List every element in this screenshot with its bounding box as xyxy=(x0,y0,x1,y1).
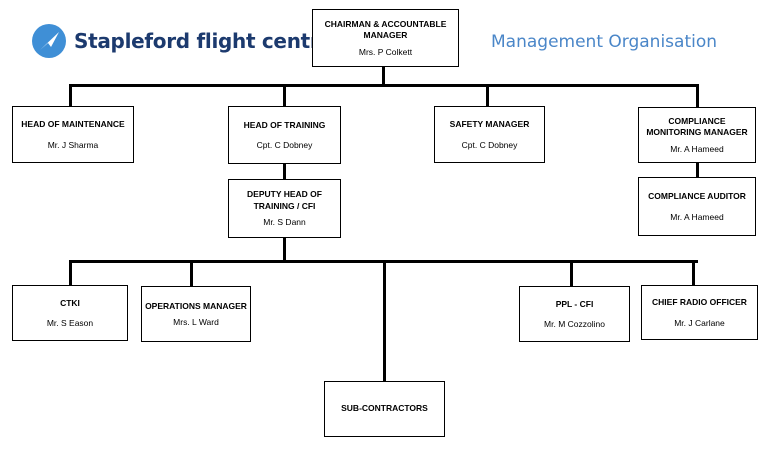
box-name: Mr. A Hameed xyxy=(670,143,724,154)
org-box-compliance-auditor: COMPLIANCE AUDITOR Mr. A Hameed xyxy=(638,177,756,236)
page-title: Management Organisation xyxy=(491,32,718,52)
org-box-head-of-training: HEAD OF TRAINING Cpt. C Dobney xyxy=(228,106,341,164)
box-title: COMPLIANCE AUDITOR xyxy=(648,191,746,202)
org-box-ctki: CTKI Mr. S Eason xyxy=(12,285,128,341)
logo-text: Stapleford flight centre xyxy=(74,29,333,53)
box-name: Mr. J Carlane xyxy=(674,317,725,328)
box-name: Mrs. L Ward xyxy=(173,317,219,328)
connector-line xyxy=(383,260,386,382)
box-title: PPL - CFI xyxy=(555,298,594,309)
org-box-operations-manager: OPERATIONS MANAGER Mrs. L Ward xyxy=(141,286,251,342)
box-title: HEAD OF TRAINING xyxy=(243,119,326,130)
box-name: Cpt. C Dobney xyxy=(461,139,518,150)
org-box-head-of-maintenance: HEAD OF MAINTENANCE Mr. J Sharma xyxy=(12,106,134,163)
connector-line xyxy=(486,84,489,107)
connector-line xyxy=(283,237,286,262)
connector-line xyxy=(382,66,385,86)
box-name: Mr. M Cozzolino xyxy=(544,319,605,330)
box-title: CHIEF RADIO OFFICER xyxy=(652,297,747,308)
org-box-safety-manager: SAFETY MANAGER Cpt. C Dobney xyxy=(434,106,545,163)
org-box-compliance-monitoring-manager: COMPLIANCE MONITORING MANAGER Mr. A Hame… xyxy=(638,107,756,163)
connector-line xyxy=(283,84,286,107)
connector-line xyxy=(69,84,72,107)
box-title: SAFETY MANAGER xyxy=(449,119,530,130)
org-box-chairman: CHAIRMAN & ACCOUNTABLE MANAGER Mrs. P Co… xyxy=(312,9,459,67)
box-title: OPERATIONS MANAGER xyxy=(145,300,247,311)
connector-line xyxy=(696,84,699,108)
org-box-sub-contractors: SUB-CONTRACTORS xyxy=(324,381,445,437)
connector-line xyxy=(570,260,573,287)
box-title: SUB-CONTRACTORS xyxy=(341,403,428,414)
connector-line xyxy=(283,163,286,180)
box-title: CTKI xyxy=(60,297,80,308)
org-box-deputy-head-of-training: DEPUTY HEAD OF TRAINING / CFI Mr. S Dann xyxy=(228,179,341,238)
box-name: Mr. S Eason xyxy=(46,318,94,329)
box-name: Mrs. P Colkett xyxy=(358,46,413,57)
connector-line xyxy=(692,260,695,286)
connector-line xyxy=(69,260,72,286)
box-name: Mr. S Dann xyxy=(263,217,306,228)
box-title: DEPUTY HEAD OF TRAINING / CFI xyxy=(247,189,322,211)
connector-line xyxy=(69,84,698,87)
org-box-chief-radio-officer: CHIEF RADIO OFFICER Mr. J Carlane xyxy=(641,285,758,340)
org-box-ppl-cfi: PPL - CFI Mr. M Cozzolino xyxy=(519,286,630,342)
company-logo: Stapleford flight centre xyxy=(32,24,333,58)
plane-swoosh-icon xyxy=(32,24,66,58)
box-title: CHAIRMAN & ACCOUNTABLE MANAGER xyxy=(324,18,447,41)
box-name: Cpt. C Dobney xyxy=(256,140,313,151)
box-title: HEAD OF MAINTENANCE xyxy=(21,119,125,130)
box-title: COMPLIANCE MONITORING MANAGER xyxy=(646,115,748,138)
box-name: Mr. J Sharma xyxy=(47,139,99,150)
box-name: Mr. A Hameed xyxy=(670,211,724,222)
connector-line xyxy=(696,162,699,178)
connector-line xyxy=(190,260,193,287)
